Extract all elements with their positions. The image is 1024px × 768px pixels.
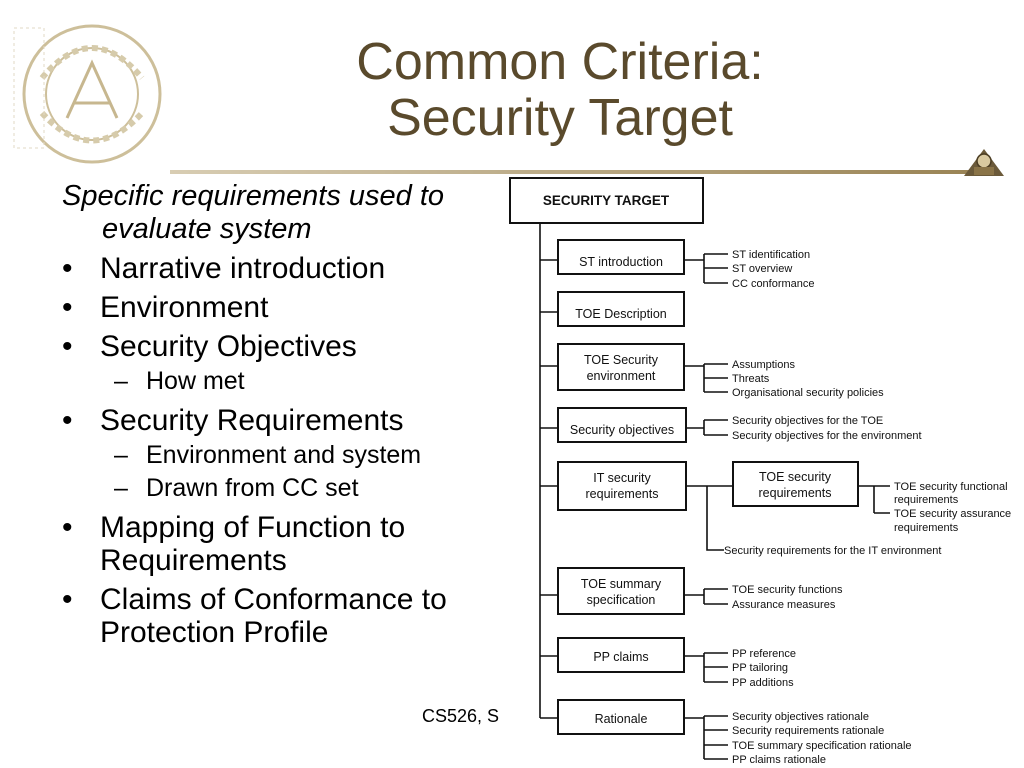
bullet-marker: •: [62, 291, 73, 324]
security-target-diagram: SECURITY TARGET ST introduction TOE Desc…: [509, 177, 1011, 766]
bullet-text: Mapping of Function to Requirements: [100, 511, 406, 577]
leaf-label: Assumptions: [732, 359, 795, 371]
leaf-label: TOE security functions: [732, 584, 843, 596]
node-label: PP claims: [593, 650, 648, 664]
leaf-label: PP additions: [732, 677, 794, 689]
leaves-toe-security-requirements: TOE security functional requirements TOE…: [894, 481, 1011, 534]
bullet-text: Security Objectives: [100, 330, 357, 363]
bullet-content: Specific requirements used to evaluate s…: [62, 180, 502, 649]
sub-bullet-item: –How met: [100, 365, 502, 398]
bullet-marker: •: [62, 404, 73, 437]
leaf-label: ST identification: [732, 249, 810, 261]
leaf-label: PP reference: [732, 648, 796, 660]
leaves-rationale: Security objectives rationale Security r…: [732, 711, 912, 766]
root-node-label: SECURITY TARGET: [543, 193, 670, 208]
node-label-line-2: requirements: [759, 486, 832, 500]
leaves-security-objectives: Security objectives for the TOE Security…: [732, 415, 922, 442]
purdue-seal-logo: [13, 24, 162, 164]
leaves-st-introduction: ST identification ST overview CC conform…: [732, 249, 815, 290]
leaf-label: TOE summary specification rationale: [732, 740, 912, 752]
node-security-objectives: Security objectives: [557, 407, 687, 443]
sub-bullet-item: –Drawn from CC set: [100, 472, 502, 505]
leaf-label: Organisational security policies: [732, 387, 884, 399]
node-rationale: Rationale: [557, 699, 685, 735]
node-toe-description: TOE Description: [557, 291, 685, 327]
leaf-label: requirements: [894, 494, 959, 506]
title-line-2: Security Target: [387, 89, 733, 147]
bullet-text: Environment: [100, 291, 269, 324]
leaf-label: CC conformance: [732, 278, 815, 290]
node-label: TOE Description: [575, 307, 667, 321]
node-label-line-2: environment: [587, 369, 656, 383]
bullet-item: • Security Requirements –Environment and …: [62, 404, 502, 505]
leaf-label: Assurance measures: [732, 599, 836, 611]
leaf-it-environment-requirements: Security requirements for the IT environ…: [724, 545, 941, 557]
dash-marker: –: [114, 367, 128, 395]
bullet-marker: •: [62, 252, 73, 285]
intro-text: Specific requirements used to evaluate s…: [62, 180, 445, 245]
sub-bullet-text: Environment and system: [146, 441, 422, 469]
leaf-label: ST overview: [732, 263, 792, 275]
bullet-item: • Environment: [62, 291, 502, 324]
purdue-pete-mascot-icon: [964, 149, 1004, 176]
bullet-item: • Security Objectives –How met: [62, 330, 502, 398]
bullet-list: • Narrative introduction • Environment • Se…: [62, 252, 502, 649]
node-label: ST introduction: [579, 255, 663, 269]
leaves-pp-claims: PP reference PP tailoring PP additions: [732, 648, 796, 689]
leaves-toe-summary-specification: TOE security functions Assurance measure…: [732, 584, 843, 611]
node-toe-security-environment: TOE Security environment: [557, 343, 685, 391]
leaf-label: TOE security assurance: [894, 508, 1011, 520]
slide-title: Common Criteria: Security Target: [300, 34, 820, 146]
title-line-1: Common Criteria:: [356, 33, 764, 91]
root-node: SECURITY TARGET: [509, 177, 704, 224]
sub-bullet-text: How met: [146, 367, 245, 395]
node-st-introduction: ST introduction: [557, 239, 685, 275]
leaf-label: Security requirements rationale: [732, 725, 884, 737]
node-label-line-1: TOE security: [759, 470, 832, 484]
leaf-label: PP claims rationale: [732, 754, 826, 766]
bullet-text: Claims of Conformance to Protection Prof…: [100, 583, 447, 649]
node-label-line-2: requirements: [586, 487, 659, 501]
leaf-label: PP tailoring: [732, 662, 788, 674]
bullet-marker: •: [62, 583, 73, 616]
sub-bullet-text: Drawn from CC set: [146, 474, 359, 502]
node-label-line-2: specification: [587, 593, 656, 607]
node-toe-summary-specification: TOE summary specification: [557, 567, 685, 615]
leaf-label: Threats: [732, 373, 770, 385]
bullet-item: • Claims of Conformance to Protection Pro…: [62, 583, 502, 649]
bullet-item: • Narrative introduction: [62, 252, 502, 285]
leaves-toe-security-environment: Assumptions Threats Organisational secur…: [732, 359, 884, 399]
bullet-text: Narrative introduction: [100, 252, 386, 285]
footer-course-label: CS526, S: [422, 706, 500, 726]
node-label: Rationale: [595, 712, 648, 726]
dash-marker: –: [114, 441, 128, 469]
bullet-marker: •: [62, 330, 73, 363]
dash-marker: –: [114, 474, 128, 502]
node-label-line-1: TOE summary: [581, 577, 662, 591]
bullet-text: Security Requirements: [100, 404, 404, 437]
node-it-security-requirements: IT security requirements: [557, 461, 687, 511]
sub-bullet-list: –Environment and system –Drawn from CC s…: [100, 439, 502, 505]
leaf-label: Security objectives for the environment: [732, 430, 922, 442]
node-label-line-1: TOE Security: [584, 353, 659, 367]
node-label: Security objectives: [570, 423, 674, 437]
connector-lines: [539, 223, 890, 760]
bullet-item: • Mapping of Function to Requirements: [62, 511, 502, 577]
leaf-label: TOE security functional: [894, 481, 1008, 493]
sub-bullet-list: –How met: [100, 365, 502, 398]
leaf-label: requirements: [894, 522, 959, 534]
sub-bullet-item: –Environment and system: [100, 439, 502, 472]
leaf-label: Security objectives rationale: [732, 711, 869, 723]
title-divider: [170, 170, 970, 174]
bullet-marker: •: [62, 511, 73, 544]
leaf-label: Security objectives for the TOE: [732, 415, 883, 427]
node-label-line-1: IT security: [593, 471, 651, 485]
node-toe-security-requirements: TOE security requirements: [732, 461, 859, 507]
node-pp-claims: PP claims: [557, 637, 685, 673]
